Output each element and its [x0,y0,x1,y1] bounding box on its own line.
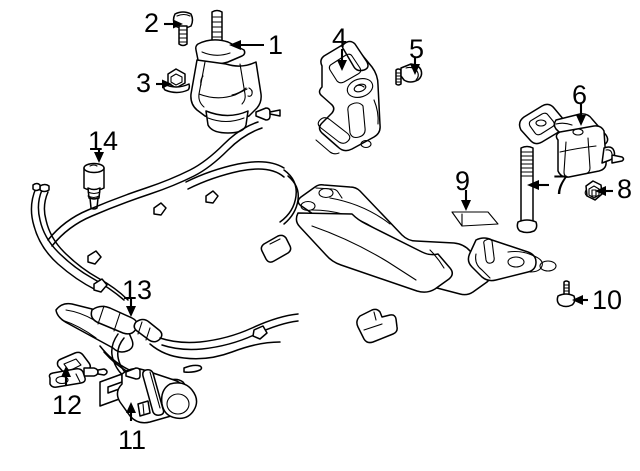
callout-number-12: 12 [52,390,83,420]
part-transmission-crossmember-9 [295,184,557,296]
part-flange-bolt-2 [172,11,194,47]
callout-number-2: 2 [144,8,160,38]
part-purge-valve-bracket-12 [48,351,108,388]
part-crossmember-bolt-10 [556,280,576,308]
callout-number-9: 9 [455,166,471,196]
callout-number-4: 4 [332,23,348,53]
callout-number-8: 8 [617,174,633,204]
part-vapor-canister-11 [99,364,203,424]
callout-number-7: 7 [553,170,569,200]
part-flange-nut-3 [162,68,191,94]
callout-number-14: 14 [88,126,119,156]
callout-number-5: 5 [409,34,425,64]
callout-number-13: 13 [122,275,153,305]
part-long-through-bolt-7 [516,145,538,234]
callout-number-3: 3 [136,68,152,98]
callout-number-11: 11 [118,425,147,455]
part-engine-mount-1 [190,9,262,134]
callout-number-1: 1 [268,30,284,60]
part-transmission-mount-6 [518,103,625,178]
part-bracket-bolt-5 [395,63,423,86]
leader-lines [61,19,613,421]
part-fuel-filter-damper-14 [83,162,105,210]
callout-number-10: 10 [592,285,623,315]
part-engine-mount-bracket-4 [315,40,381,155]
callout-number-6: 6 [572,80,588,110]
